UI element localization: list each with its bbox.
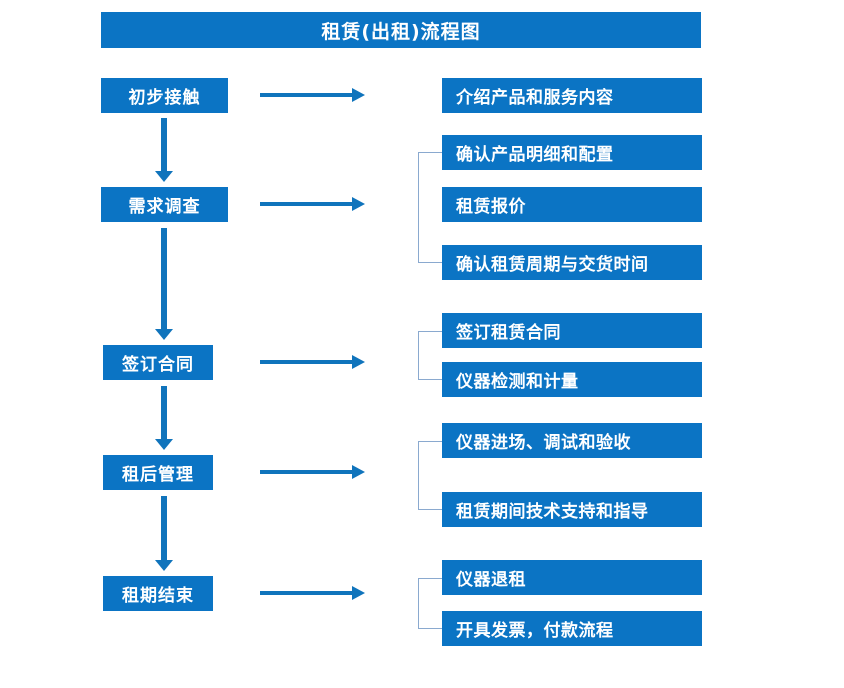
- stage-box-1[interactable]: 初步接触: [101, 78, 228, 113]
- stage-box-4[interactable]: 租后管理: [103, 455, 213, 490]
- right-arrow-icon-3: [260, 355, 365, 369]
- detail-box-3[interactable]: 租赁报价: [442, 187, 702, 222]
- detail-box-1[interactable]: 介绍产品和服务内容: [442, 78, 702, 113]
- group-bracket-icon-4: [418, 441, 442, 510]
- detail-box-9[interactable]: 仪器退租: [442, 560, 702, 595]
- detail-box-8[interactable]: 租赁期间技术支持和指导: [442, 492, 702, 527]
- down-arrow-icon-1: [155, 118, 173, 182]
- right-arrow-icon-1: [260, 88, 365, 102]
- stage-box-5[interactable]: 租期结束: [103, 576, 213, 611]
- group-bracket-icon-5: [418, 578, 442, 629]
- group-bracket-icon-2: [418, 152, 442, 263]
- down-arrow-icon-2: [155, 228, 173, 340]
- right-arrow-icon-5: [260, 586, 365, 600]
- detail-box-2[interactable]: 确认产品明细和配置: [442, 135, 702, 170]
- detail-box-4[interactable]: 确认租赁周期与交货时间: [442, 245, 702, 280]
- down-arrow-icon-4: [155, 496, 173, 571]
- detail-box-10[interactable]: 开具发票，付款流程: [442, 611, 702, 646]
- right-arrow-icon-2: [260, 197, 365, 211]
- detail-box-5[interactable]: 签订租赁合同: [442, 313, 702, 348]
- stage-box-3[interactable]: 签订合同: [103, 345, 213, 380]
- down-arrow-icon-3: [155, 386, 173, 450]
- group-bracket-icon-3: [418, 331, 442, 380]
- detail-box-6[interactable]: 仪器检测和计量: [442, 362, 702, 397]
- right-arrow-icon-4: [260, 465, 365, 479]
- detail-box-7[interactable]: 仪器进场、调试和验收: [442, 423, 702, 458]
- stage-box-2[interactable]: 需求调查: [101, 187, 228, 222]
- page-title: 租赁(出租)流程图: [101, 12, 701, 48]
